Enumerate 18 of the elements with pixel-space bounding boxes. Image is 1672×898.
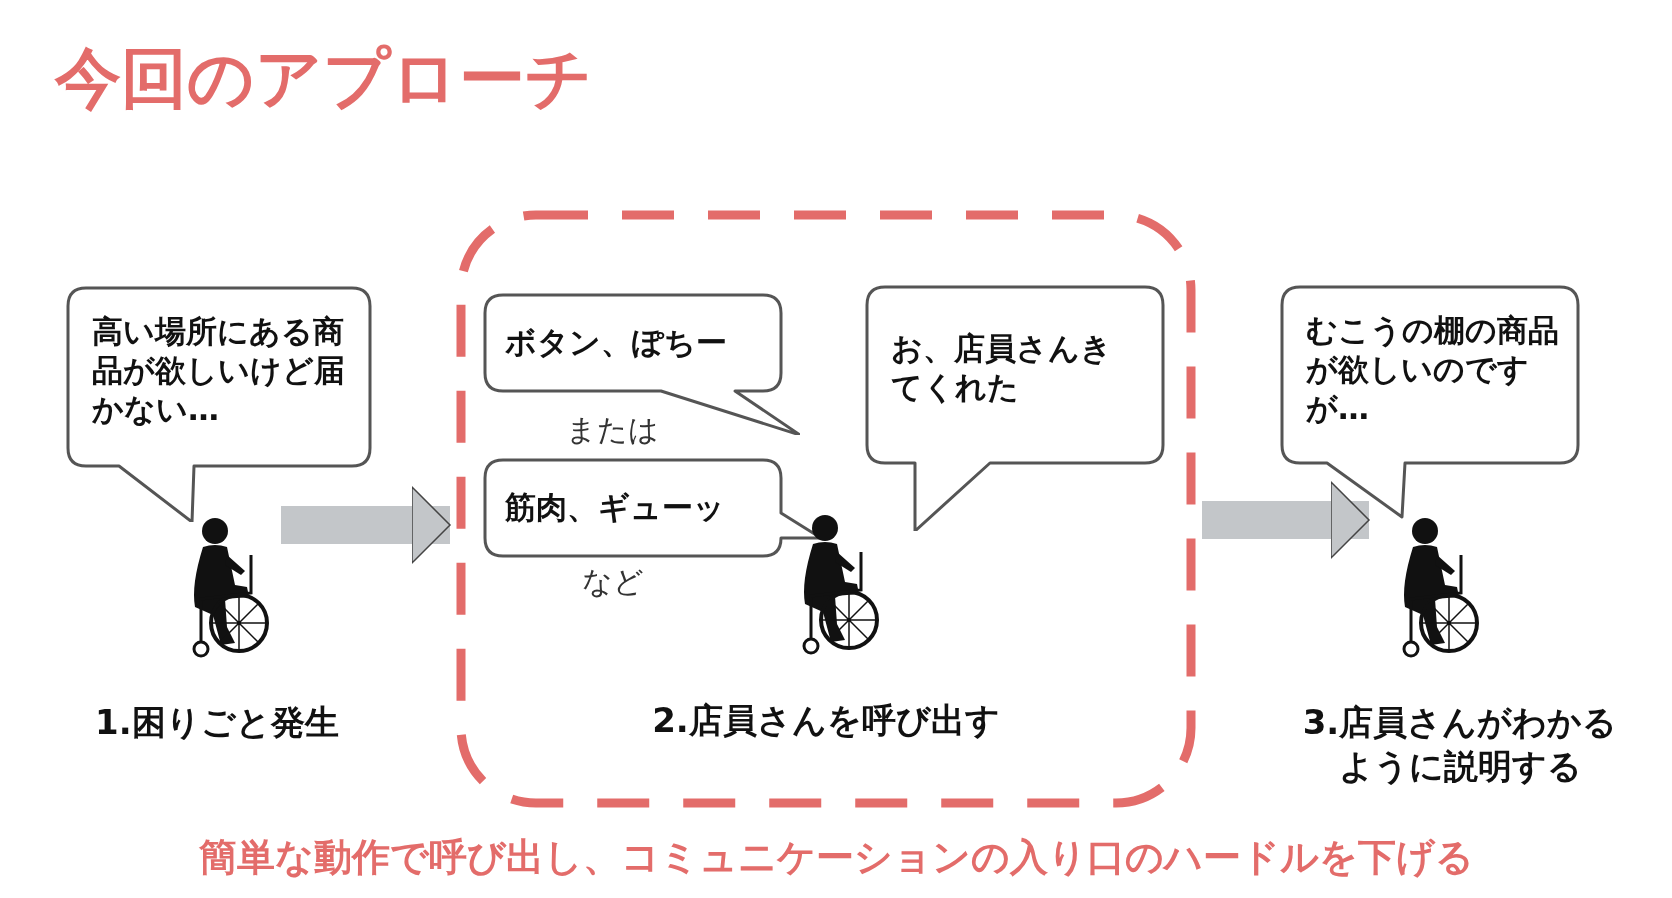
caption: 簡単な動作で呼び出し、コミュニケーションの入り口のハードルを下げる bbox=[197, 834, 1475, 881]
speech-bubble bbox=[1280, 285, 1580, 521]
step-label: 1.困りごと発生 bbox=[95, 701, 340, 744]
step-label: 3.店員さんがわかるように説明する bbox=[1301, 701, 1619, 789]
connector-text: または bbox=[566, 411, 659, 449]
bubble-text: お、店員さんきてくれた bbox=[891, 329, 1113, 407]
dashed-group-box bbox=[456, 210, 1196, 808]
bubble-text: 筋肉、ギューッ bbox=[505, 488, 726, 527]
block-arrow bbox=[1202, 481, 1370, 559]
bubble-text: 高い場所にある商品が欲しいけど届かない… bbox=[92, 312, 346, 429]
speech-bubble bbox=[865, 285, 1165, 531]
bubble-text: ボタン、ぽちー bbox=[505, 323, 728, 362]
block-arrow bbox=[281, 486, 451, 564]
title: 今回のアプローチ bbox=[55, 39, 593, 119]
speech-bubble bbox=[66, 286, 372, 522]
step-label: 2.店員さんを呼び出す bbox=[652, 700, 1000, 740]
connector-text: など bbox=[582, 563, 644, 601]
bubble-text: むこうの棚の商品が欲しいのですが… bbox=[1306, 311, 1560, 428]
